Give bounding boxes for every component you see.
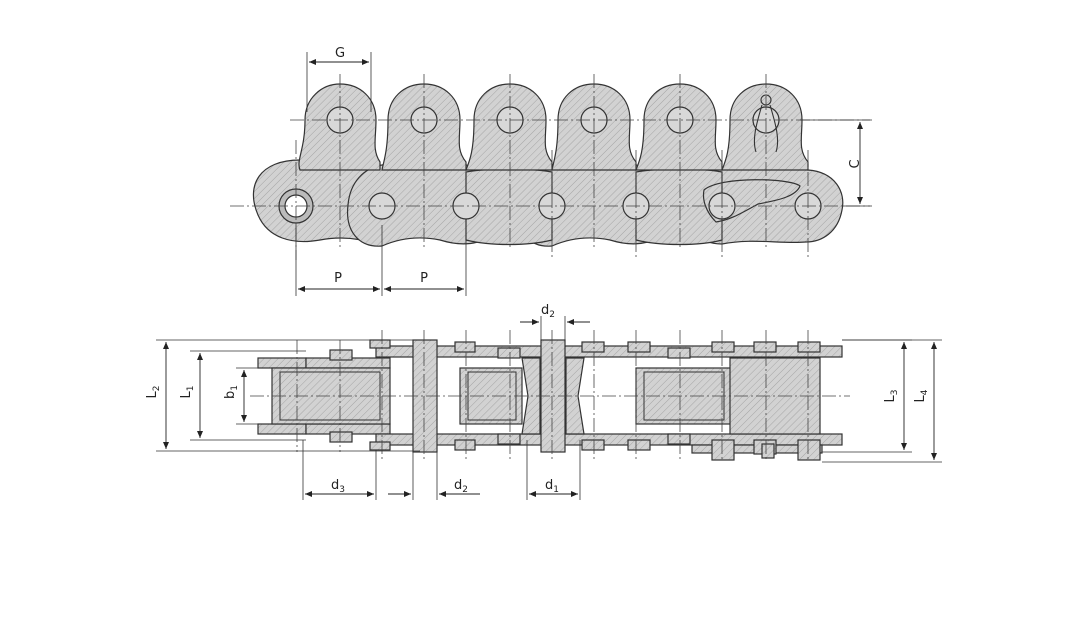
dimension-G: G xyxy=(306,46,372,112)
top-link-plates xyxy=(298,83,809,171)
dimension-d3: d3 xyxy=(302,440,377,500)
roller xyxy=(459,367,523,425)
dimension-L4: L4 xyxy=(822,339,942,463)
dimension-C: C xyxy=(800,119,872,207)
label-d2-bottom: d2 xyxy=(454,478,468,495)
label-L3: L3 xyxy=(883,390,900,403)
side-pins xyxy=(329,339,821,461)
label-P-left: P xyxy=(334,271,342,286)
side-view: L2 L1 b1 L3 L4 xyxy=(145,303,942,500)
spring-clip xyxy=(702,179,801,223)
label-L2: L2 xyxy=(145,386,162,399)
label-d2-top: d2 xyxy=(541,303,555,320)
top-view: G C P P xyxy=(230,46,872,296)
label-d3: d3 xyxy=(331,478,345,495)
label-L1: L1 xyxy=(179,386,196,399)
dimension-d2-top: d2 xyxy=(520,303,590,340)
label-L4: L4 xyxy=(913,389,930,402)
dimension-P: P P xyxy=(295,225,467,296)
cotter-pin-end xyxy=(761,443,775,459)
label-C: C xyxy=(848,159,863,168)
label-G: G xyxy=(335,46,345,61)
dimension-d1: d1 xyxy=(526,440,581,500)
label-b1: b1 xyxy=(223,385,240,399)
dimension-b1: b1 xyxy=(223,367,272,425)
dimension-d2-bottom: d2 xyxy=(388,452,480,500)
dimension-L1: L1 xyxy=(179,350,306,441)
label-P-right: P xyxy=(420,271,428,286)
label-d1: d1 xyxy=(545,478,559,495)
side-view-centerlines xyxy=(250,330,850,460)
